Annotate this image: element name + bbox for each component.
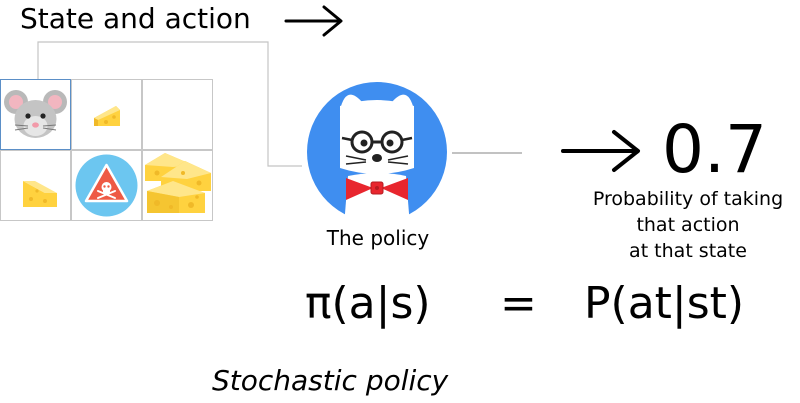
probability-caption-line: at that state — [629, 240, 747, 262]
formula-policy: π(a|s) — [305, 278, 431, 329]
cheese-icon — [94, 106, 120, 126]
grid-cell-cheese[interactable] — [71, 79, 142, 150]
mouse-icon — [4, 90, 67, 138]
cheese-icon — [23, 181, 57, 207]
grid-cell-big-cheese[interactable] — [142, 150, 213, 221]
title-arrow-icon — [284, 5, 343, 37]
probability-caption: Probability of taking that action at tha… — [572, 186, 800, 264]
policy-character-icon — [307, 82, 447, 226]
probability-caption-line: that action — [636, 214, 740, 236]
big-cheese-icon — [145, 153, 211, 213]
footer-caption: Stochastic policy — [212, 364, 449, 397]
grid-cell-mouse[interactable] — [0, 79, 71, 150]
diagram-title: State and action — [20, 2, 251, 35]
probability-caption-line: Probability of taking — [592, 188, 784, 210]
formula-probability: P(at|st) — [584, 278, 745, 329]
formula-equals: = — [500, 278, 537, 329]
policy-caption: The policy — [326, 226, 430, 250]
grid-world — [0, 79, 214, 222]
grid-cell-empty[interactable] — [142, 79, 213, 150]
poison-hazard-icon — [75, 154, 138, 217]
grid-cell-hazard[interactable] — [71, 150, 142, 221]
grid-cell-cheese[interactable] — [0, 150, 71, 221]
probability-value: 0.7 — [662, 111, 767, 188]
probability-arrow-icon — [561, 130, 640, 172]
